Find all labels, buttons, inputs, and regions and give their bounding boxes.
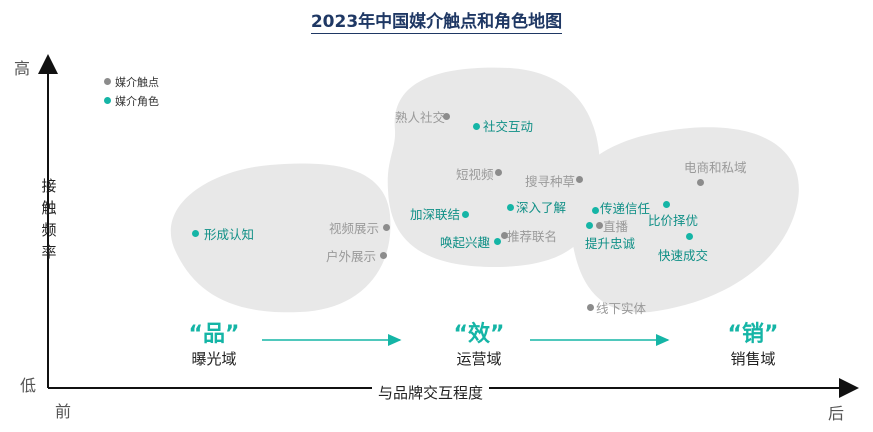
role-dot xyxy=(663,201,670,208)
role-label: 社交互动 xyxy=(483,119,534,134)
role-label: 传递信任 xyxy=(600,201,651,216)
stage-sales: “销” 销售域 xyxy=(683,322,823,370)
role-dot xyxy=(507,204,514,211)
legend-touchpoint-label: 媒介触点 xyxy=(115,76,159,89)
x-start-label: 前 xyxy=(55,402,72,421)
stage-exposure: “品” 曝光域 xyxy=(144,322,284,370)
touchpoint-dot xyxy=(501,232,508,239)
stage-operation-mark: “效” xyxy=(453,322,505,347)
role-dot xyxy=(473,123,480,130)
stage-sales-mark: “销” xyxy=(727,322,779,347)
touchpoint-dot xyxy=(587,304,594,311)
touchpoint-label: 线下实体 xyxy=(596,301,647,316)
legend-role-dot xyxy=(104,97,111,104)
touchpoint-label: 短视频 xyxy=(456,167,494,182)
touchpoint-label: 视频展示 xyxy=(329,221,380,236)
role-label: 唤起兴趣 xyxy=(440,235,491,250)
touchpoint-dot xyxy=(576,176,583,183)
sales-cluster-blob xyxy=(569,127,799,313)
touchpoint-dot xyxy=(380,252,387,259)
touchpoint-dot xyxy=(596,222,603,229)
role-label: 加深联结 xyxy=(410,207,461,222)
role-dot xyxy=(592,207,599,214)
stage-operation: “效” 运营域 xyxy=(409,322,549,370)
role-label: 提升忠诚 xyxy=(585,236,636,251)
y-low-label: 低 xyxy=(20,376,37,395)
role-dot xyxy=(462,211,469,218)
role-dot xyxy=(192,230,199,237)
touchpoint-label: 搜寻种草 xyxy=(525,174,576,189)
stage-exposure-mark: “品” xyxy=(188,322,240,347)
role-dot xyxy=(494,238,501,245)
y-axis-title: 接触频率 xyxy=(41,177,57,261)
operation-cluster-blob xyxy=(387,67,601,268)
page-title: 2023年中国媒介触点和角色地图 xyxy=(0,7,873,34)
legend-touchpoint-dot xyxy=(104,78,111,85)
role-label: 快速成交 xyxy=(658,248,709,263)
stage-exposure-label: 曝光域 xyxy=(191,350,237,368)
role-label: 深入了解 xyxy=(516,200,567,215)
exposure-cluster-blob xyxy=(170,163,391,313)
x-end-label: 后 xyxy=(828,404,845,423)
legend-role-label: 媒介角色 xyxy=(115,95,159,108)
touchpoint-dot xyxy=(495,169,502,176)
touchpoint-label: 电商和私域 xyxy=(684,160,747,175)
touchpoint-label: 户外展示 xyxy=(326,249,377,264)
page-title-text: 2023年中国媒介触点和角色地图 xyxy=(310,12,563,34)
role-dot xyxy=(586,222,593,229)
y-high-label: 高 xyxy=(14,59,31,78)
touchpoint-label: 直播 xyxy=(603,219,629,234)
role-label: 形成认知 xyxy=(204,227,255,242)
x-axis-title: 与品牌交互程度 xyxy=(372,382,490,403)
touchpoint-dot xyxy=(697,179,704,186)
role-dot xyxy=(686,233,693,240)
stage-operation-label: 运营域 xyxy=(456,350,502,368)
touchpoint-dot xyxy=(383,224,390,231)
touchpoint-label: 熟人社交 xyxy=(395,110,446,125)
stage-sales-label: 销售域 xyxy=(730,350,776,368)
touchpoint-dot xyxy=(443,113,450,120)
role-label: 比价择优 xyxy=(648,213,699,228)
touchpoint-label: 推荐联名 xyxy=(507,229,558,244)
